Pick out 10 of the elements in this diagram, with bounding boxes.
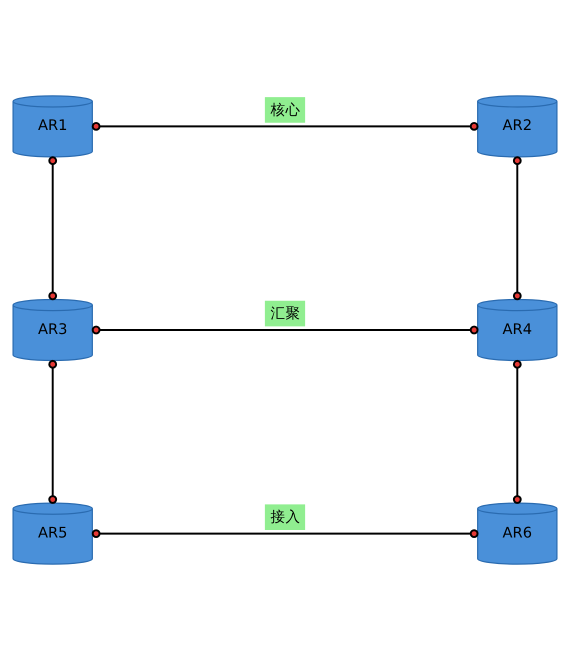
connector — [92, 529, 479, 538]
connector — [92, 326, 479, 334]
edge-label: 核心 — [270, 101, 300, 118]
connector — [512, 360, 522, 504]
edge-label: 汇聚 — [270, 304, 300, 322]
edge-label: 接入 — [270, 508, 300, 526]
connector — [92, 122, 479, 131]
connector — [48, 156, 58, 300]
connector — [512, 156, 522, 300]
connector — [48, 360, 58, 504]
